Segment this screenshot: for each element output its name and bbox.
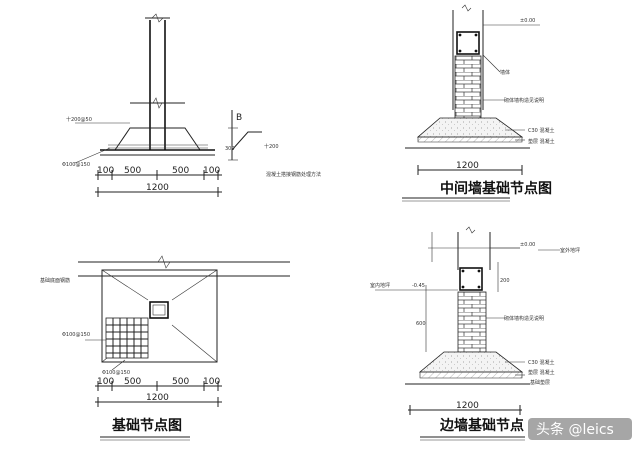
dim-100-right: 100 [203,166,220,176]
label-cushion: 垫层 混凝土 [528,369,555,376]
dim-500-right: 500 [172,377,189,387]
watermark: 头条 @leics [528,418,632,440]
dim-600: 600 [416,321,426,327]
label-spacing-b: Φ100@150 [102,370,130,376]
label-concrete: C30 混凝土 [528,127,554,134]
dim-total-1200: 1200 [146,183,169,193]
label-rebar-bottom: Φ100@150 [62,162,90,168]
label-wall: 墙体 [500,69,510,76]
label-ground-level: ±0.00 [520,242,535,248]
dim-100-left: 100 [97,166,114,176]
label-base-layer: 基础垫层 [530,379,550,386]
drawing-title: 基础节点图 [112,417,182,434]
dim-total-1200: 1200 [456,401,479,411]
dim-100-right: 100 [203,377,220,387]
label-concrete: C30 混凝土 [528,359,554,366]
dim-300: 300 [225,146,235,152]
label-ground-level: ±0.00 [520,18,535,24]
edge-wall-drawing: 200 600 ±0.00 室外地坪 室内地坪 -0.45 砌体墙构造见说明 C… [370,226,580,441]
label-side-rebar: 十200 [264,143,279,150]
label-indoor-grade: 室内地坪 [370,282,390,289]
label-spacing-a: Φ100@150 [62,332,90,338]
label-wall-construction: 砌体墙构造见说明 [504,97,544,104]
dim-100-left: 100 [97,377,114,387]
label-elevation: -0.45 [412,283,425,289]
dim-total-1200: 1200 [456,161,479,171]
drawing-title: 中间墙基础节点图 [440,180,552,197]
label-outdoor-grade: 室外地坪 [560,247,580,254]
dim-total-1200: 1200 [146,393,169,403]
dim-500-right: 500 [172,166,189,176]
drawing-title: 边墙基础节点 [439,417,524,434]
foundation-section-drawing: 十200@50 Φ100@150 100 500 500 100 1200 B … [62,13,321,197]
middle-wall-drawing: ±0.00 墙体 砌体墙构造见说明 C30 混凝土 垫层 混凝土 1200 中间… [402,4,555,202]
dim-200: 200 [500,278,510,284]
label-rebar-top: 十200@50 [66,116,92,123]
label-wall-construction: 砌体墙构造见说明 [504,315,544,322]
dim-500-left: 500 [124,166,141,176]
foundation-plan-drawing: 基础底面钢筋 Φ100@150 Φ100@150 [40,255,290,441]
label-detail-note: 混凝土搭接钢筋处理方法 [266,171,321,178]
label-bottom-rebar: 基础底面钢筋 [40,277,70,284]
dim-500-left: 500 [124,377,141,387]
detail-mark: B [236,113,242,123]
label-cushion: 垫层 混凝土 [528,138,555,145]
watermark-text: 头条 @leics [536,421,614,438]
rebar-grid [105,317,149,359]
